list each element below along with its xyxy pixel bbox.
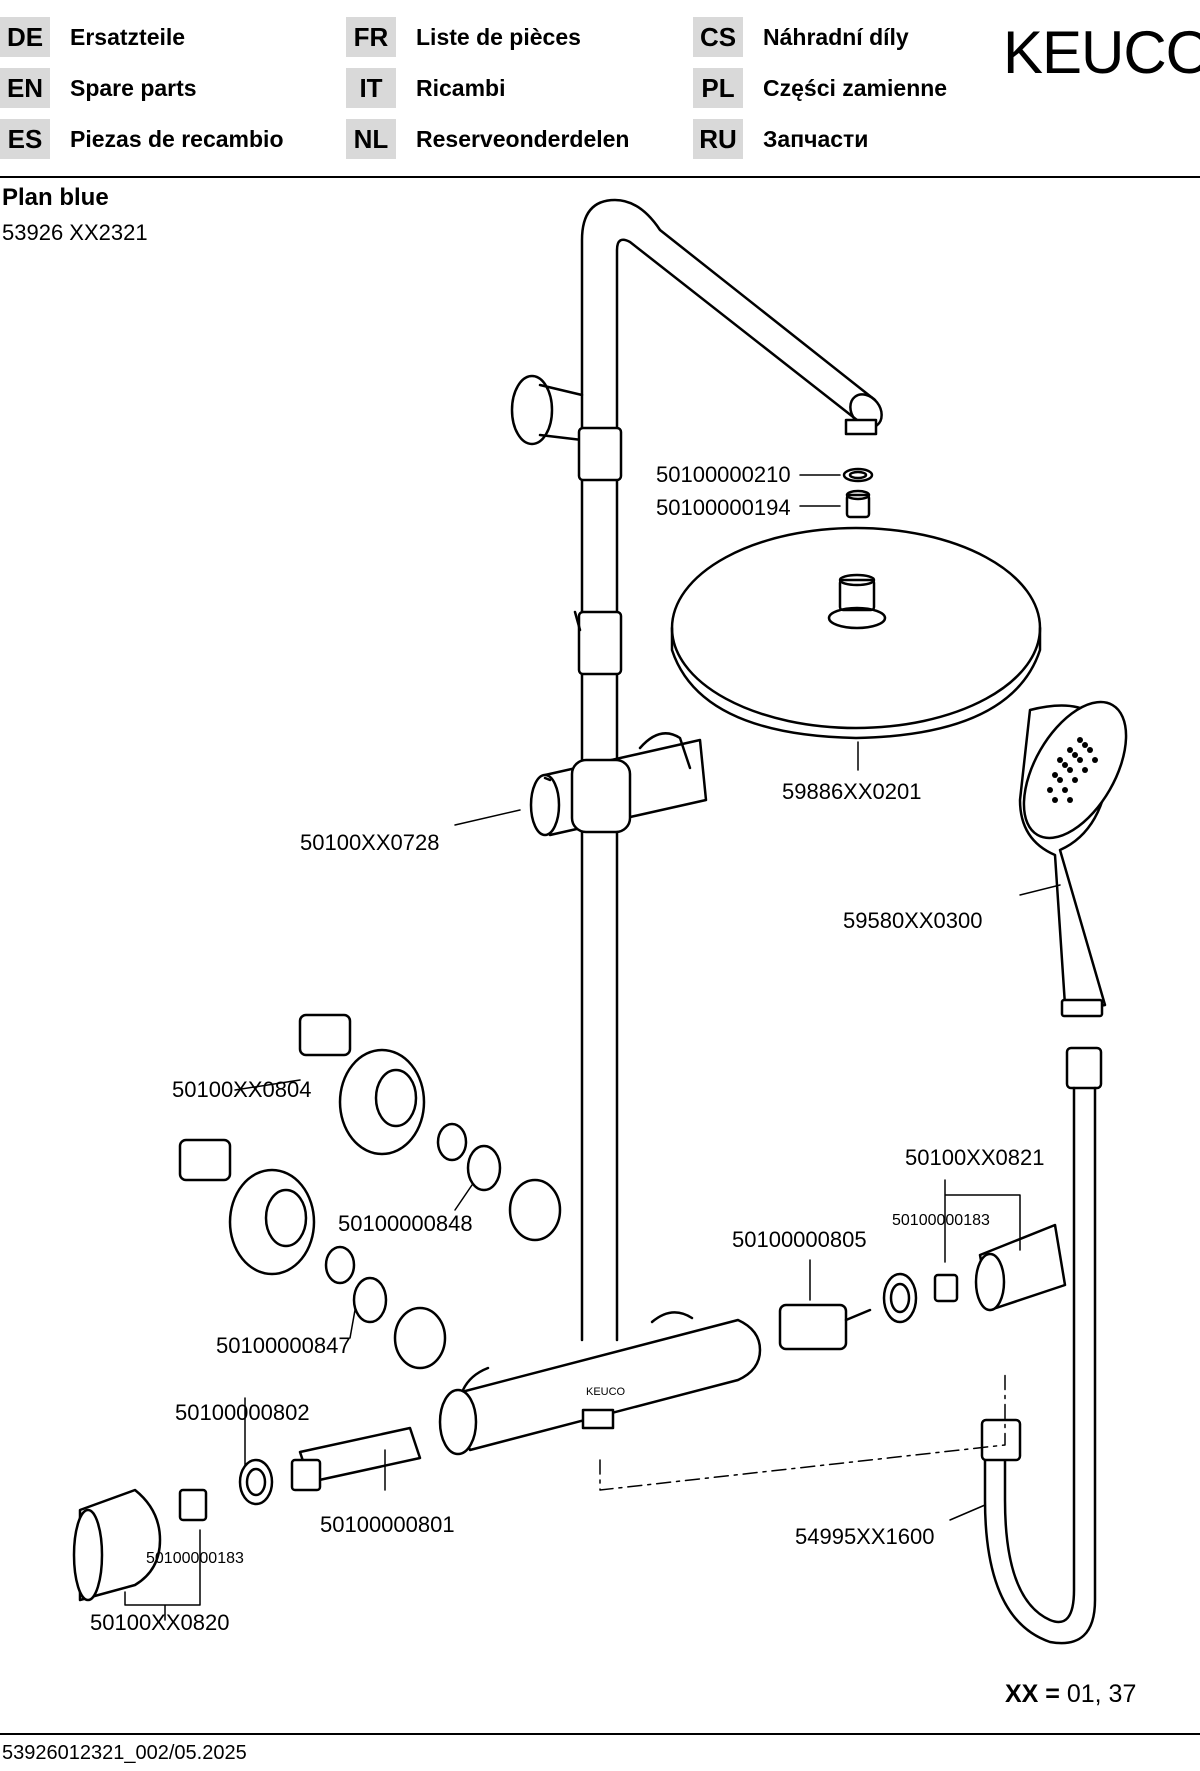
nut-washer <box>842 467 874 519</box>
lang-code-fr: FR <box>346 17 396 57</box>
label-50100000801: 50100000801 <box>320 1512 455 1537</box>
footer-rule <box>0 1733 1200 1735</box>
lang-code-cs: CS <box>693 17 743 57</box>
variant-key: XX = <box>1005 1680 1060 1708</box>
brand-logo: KEUCO <box>1003 19 1200 86</box>
label-50100000194: 50100000194 <box>656 495 791 520</box>
label-54995XX1600: 54995XX1600 <box>795 1524 935 1549</box>
label-50100000848: 50100000848 <box>338 1211 473 1236</box>
header-rule <box>0 176 1200 178</box>
label-59886XX0201: 59886XX0201 <box>782 779 922 804</box>
device-mark: KEUCO <box>586 1386 626 1398</box>
lang-text-fr: Liste de pièces <box>416 24 581 50</box>
lang-text-cs: Náhradní díly <box>763 24 909 50</box>
label-50100000183-left: 50100000183 <box>146 1550 244 1567</box>
rain-shower-head <box>670 526 1042 740</box>
lang-text-nl: Reserveonderdelen <box>416 126 630 152</box>
thermostat-body <box>438 1311 762 1456</box>
lang-text-it: Ricambi <box>416 75 506 101</box>
label-50100000847: 50100000847 <box>216 1333 351 1358</box>
left-assembly <box>72 1426 422 1602</box>
right-assembly <box>778 1223 1067 1351</box>
label-50100XX0804: 50100XX0804 <box>172 1077 312 1102</box>
lang-text-de: Ersatzteile <box>70 24 186 50</box>
wall-connectors <box>178 1013 562 1370</box>
shower-hose <box>980 1046 1103 1645</box>
product-code: 53926 XX2321 <box>2 220 148 245</box>
lang-text-ru: Запчасти <box>763 126 869 152</box>
variant-values: 01, 37 <box>1066 1680 1137 1708</box>
document-code: 53926012321_002/05.2025 <box>2 1742 247 1764</box>
hand-shower <box>1018 700 1128 1018</box>
variant-note: XX = 01, 37 <box>1005 1680 1136 1709</box>
lang-text-en: Spare parts <box>70 75 197 101</box>
slider-part <box>529 732 708 837</box>
lang-code-pl: PL <box>693 68 743 108</box>
label-50100000210: 50100000210 <box>656 462 791 487</box>
lang-code-es: ES <box>0 119 50 159</box>
lang-code-nl: NL <box>346 119 396 159</box>
riser-pipe <box>510 198 883 1342</box>
lang-code-en: EN <box>0 68 50 108</box>
label-50100000183-right: 50100000183 <box>892 1212 990 1229</box>
leader-lines <box>124 474 1061 1621</box>
lang-code-ru: RU <box>693 119 743 159</box>
label-50100000802: 50100000802 <box>175 1400 310 1425</box>
lang-text-pl: Części zamienne <box>763 75 948 101</box>
label-50100XX0820: 50100XX0820 <box>90 1610 230 1635</box>
label-59580XX0300: 59580XX0300 <box>843 908 983 933</box>
product-name: Plan blue <box>2 184 109 211</box>
lang-text-es: Piezas de recambio <box>70 126 284 152</box>
label-50100XX0728: 50100XX0728 <box>300 830 440 855</box>
label-50100000805: 50100000805 <box>732 1227 867 1252</box>
lang-code-it: IT <box>346 68 396 108</box>
label-50100XX0821: 50100XX0821 <box>905 1145 1045 1170</box>
lang-code-de: DE <box>0 17 50 57</box>
